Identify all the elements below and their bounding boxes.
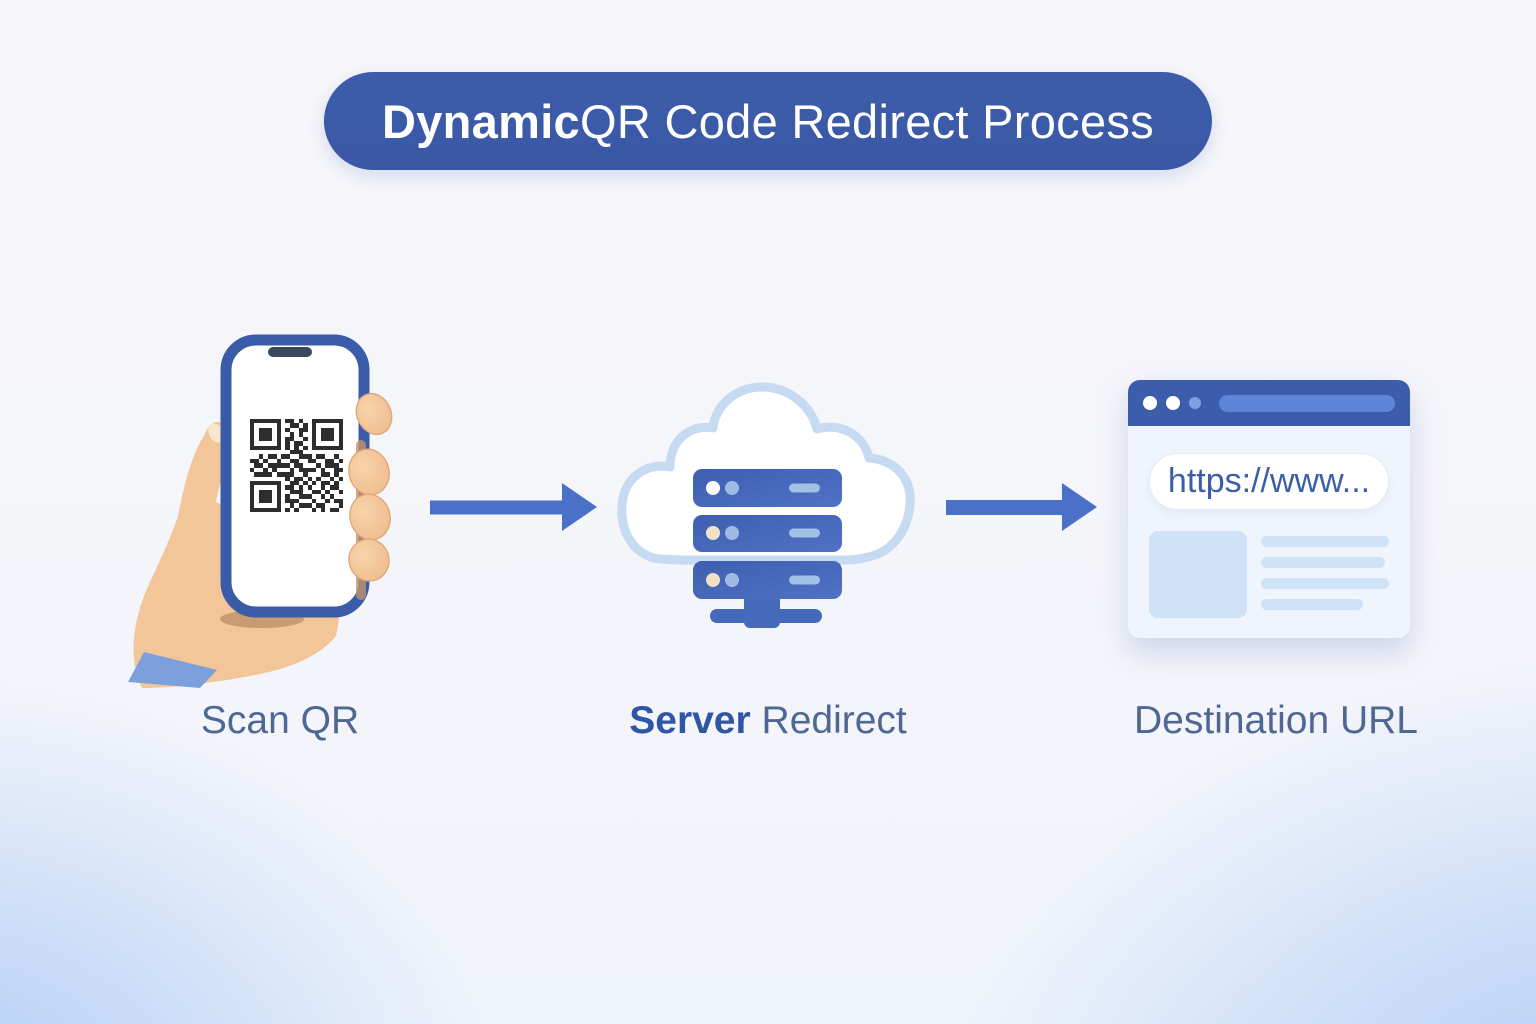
step-label-bold: Server [629,699,751,742]
url-address-pill: https://www... [1149,453,1389,510]
browser-topbar-field [1219,394,1395,412]
fingertip [348,538,390,582]
title-banner: Dynamic QR Code Redirect Process [323,72,1213,170]
text-line [1261,536,1389,547]
window-control-dot [1143,396,1157,410]
arrow-right-icon [946,483,1097,531]
fingertip [349,493,391,541]
step-label-scan-qr: Scan QR [200,699,360,742]
title-text-bold: Dynamic [381,94,580,148]
cloud-server-icon [617,382,915,628]
thumb-nail [208,423,224,443]
server-row [693,515,842,552]
server-row [693,561,842,599]
fingertip [348,448,390,496]
server-row [693,469,842,507]
arrow-right-icon [430,483,597,531]
text-line [1261,557,1386,568]
title-text: QR Code Redirect Process [580,94,1155,148]
window-control-dot [1166,396,1180,410]
window-control-dot [1189,397,1201,409]
sleeve-cuff [128,652,217,688]
page-thumbnail-placeholder [1149,531,1247,618]
fingertip [355,392,393,436]
phone-notch [268,347,312,357]
step-label-destination-url: Destination URL [1134,699,1418,742]
qr-code-icon [250,419,343,512]
text-line [1261,599,1364,610]
url-text: https://www... [1167,462,1371,500]
browser-title-bar [1128,380,1410,426]
page-text-placeholder [1261,531,1389,620]
text-line [1261,578,1389,589]
hand-holding-phone-icon [128,334,393,688]
browser-page-content [1149,531,1389,620]
step-label-rest: Redirect [761,699,907,742]
server-stand-base [710,609,822,623]
browser-window-icon: https://www... [1128,380,1410,638]
step-label-server-redirect: Server Redirect [629,699,907,743]
